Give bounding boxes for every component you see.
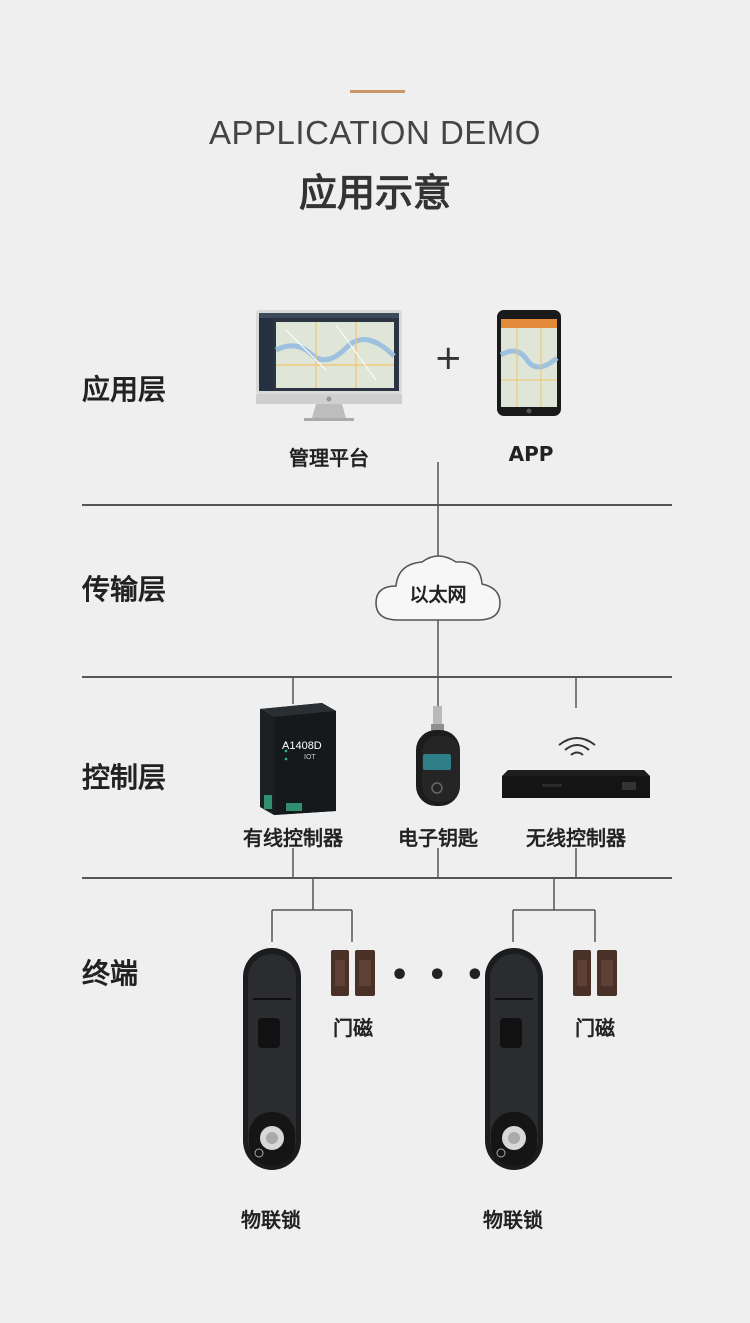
cloud-icon [375,555,501,621]
door-sensor-icon [573,950,617,996]
door-sensor-icon [331,950,375,996]
divider-control-terminal [82,877,672,879]
divider-transport-control [82,676,672,678]
accent-bar [350,90,405,93]
wired-controller-sub: IOT [304,754,316,761]
iot-lock-icon [485,948,543,1170]
wireless-controller-label: 无线控制器 [526,826,626,850]
app-label: APP [508,442,554,466]
platform-label: 管理平台 [289,446,369,470]
iot-lock-icon [243,948,301,1170]
plus-sign: + [434,338,463,378]
electronic-key-label: 电子钥匙 [398,826,478,850]
iot-lock-label-2: 物联锁 [483,1208,543,1232]
layer-label-application: 应用层 [82,373,167,406]
page-title-cn: 应用示意 [298,171,451,215]
page-title-en: APPLICATION DEMO [209,114,541,151]
wired-controller-icon [260,703,336,815]
connector-terminal-group-2 [512,877,596,942]
wired-controller-model: A1408D [282,740,322,752]
door-sensor-label-1: 门磁 [333,1016,373,1040]
connector-terminal-group-1 [271,877,353,942]
phone-icon [497,310,561,416]
cloud-label: 以太网 [409,584,467,606]
door-sensor-label-2: 门磁 [575,1016,615,1040]
wireless-controller-icon [502,770,650,798]
layer-label-control: 控制层 [82,761,167,794]
layer-label-transport: 传输层 [82,573,167,606]
iot-lock-label-1: 物联锁 [241,1208,301,1232]
monitor-icon [256,310,402,421]
layer-label-terminal: 终端 [82,957,139,990]
wifi-signal-icon [558,737,596,756]
electronic-key-icon [416,706,460,806]
divider-application-transport [82,504,672,506]
wired-controller-label: 有线控制器 [243,826,343,850]
